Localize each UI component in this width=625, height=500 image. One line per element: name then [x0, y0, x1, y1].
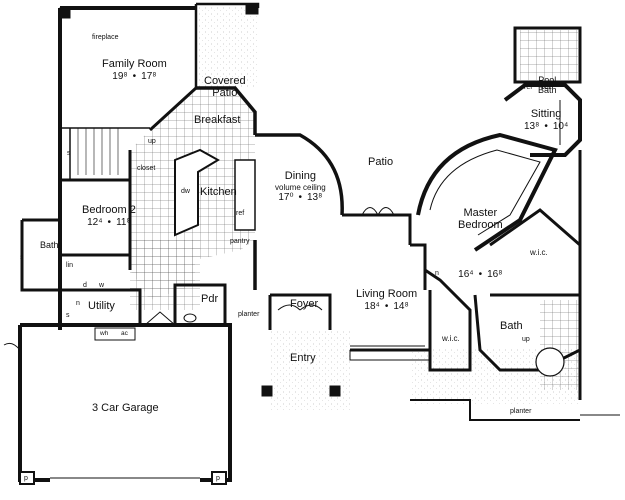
utility-label: Utility [88, 300, 115, 312]
wall-planter-bottom [410, 399, 580, 421]
wall-breakfast-bay [196, 86, 257, 135]
kitchen-label: Kitchen [200, 186, 237, 198]
fireplace-note: fireplace [92, 34, 119, 41]
door-swing-garage [3, 342, 21, 351]
wall-patio-south [342, 213, 412, 245]
up-bath-note: up [522, 336, 530, 343]
wh-note: wh [100, 330, 109, 337]
master-bedroom-label: Master Bedroom 16⁴•16⁸ [458, 206, 503, 280]
covered-patio-area [195, 4, 257, 88]
n-master-note: n [435, 270, 439, 277]
w-note: w [99, 282, 105, 289]
d-note: d [83, 282, 87, 289]
door-patio-dining [361, 207, 395, 216]
wall-foyer [268, 293, 332, 330]
hall-tile [130, 240, 200, 310]
ac-note: ac [121, 330, 128, 337]
door-foyer-arch [277, 304, 323, 311]
wall-master-inner [429, 149, 541, 236]
wic-left-label: w.i.c. [442, 334, 460, 343]
covered-patio-label: Covered Patio [204, 74, 246, 100]
p-right-note: p [216, 475, 220, 482]
breakfast-label: Breakfast [194, 114, 241, 126]
wall-stair-family [60, 127, 150, 180]
toilet-pdr [183, 313, 197, 323]
garage-column-right [211, 471, 227, 485]
garage-label: 3 Car Garage [92, 402, 159, 414]
family-room-label: Family Room 19⁸•17⁸ [102, 58, 167, 82]
dw-note: dw [181, 188, 190, 195]
wic-right-label: w.i.c. [530, 248, 548, 257]
kitchen-island [174, 148, 220, 237]
tub-master [535, 347, 565, 377]
stair-treads [77, 128, 119, 175]
lin-note: lin [66, 262, 74, 269]
s1-note: s [67, 150, 71, 157]
foyer-label: Foyer [290, 298, 319, 310]
p-left-note: p [24, 475, 28, 482]
n-utility-note: n [76, 300, 80, 307]
kitchen-counter [234, 159, 256, 231]
pool-bath-label: Pool Bath [538, 74, 557, 96]
wall-family-east [148, 86, 198, 132]
s2-note: s [20, 254, 24, 261]
garage-step [144, 311, 176, 326]
living-room-label: Living Room 18⁴•14⁸ [356, 288, 418, 312]
s-utility-note: s [66, 312, 70, 319]
wall-sitting [503, 83, 582, 157]
planter-mid-note: planter [238, 311, 260, 318]
bath-left-label: Bath [40, 240, 59, 250]
bath-master-label: Bath [500, 320, 523, 332]
closet-note: closet [137, 165, 156, 172]
wall-living [350, 243, 430, 352]
wall-bedroom2 [60, 150, 132, 270]
entry-column-1 [261, 385, 273, 397]
bath-master-tile [540, 300, 580, 390]
wall-master-curve [416, 132, 558, 252]
wall-bath-left [20, 218, 60, 292]
wall-pool-bath [513, 26, 582, 84]
wh-ac-box [94, 327, 136, 341]
bedroom2-label: Bedroom 2 12⁴•11⁸ [82, 204, 136, 228]
sitting-label: Sitting 13⁸•10⁴ [524, 108, 569, 132]
ref-kitchen-note: ref [236, 210, 245, 217]
column-ne [245, 3, 259, 15]
patio-label: Patio [368, 156, 394, 168]
entry-column-2 [329, 385, 341, 397]
wall-dining [253, 133, 344, 290]
dining-label: Dining volume ceiling 17⁰•13⁸ [275, 170, 326, 203]
wall-wic-left [424, 268, 472, 372]
pdr-label: Pdr [201, 293, 219, 305]
bar-note: bar [541, 84, 552, 91]
ref-pool-note: ref [524, 84, 533, 91]
planter-bottom-note: planter [510, 408, 532, 415]
exterior-fence [349, 350, 620, 416]
up-stair-note: up [148, 138, 156, 145]
wall-west-upper [58, 6, 196, 330]
pantry-note: pantry [230, 238, 250, 245]
pool-bath-tile [520, 30, 578, 80]
entry-area [270, 330, 350, 410]
column-nw [59, 7, 71, 19]
garage-column-left [19, 471, 35, 485]
entry-label: Entry [290, 352, 316, 364]
